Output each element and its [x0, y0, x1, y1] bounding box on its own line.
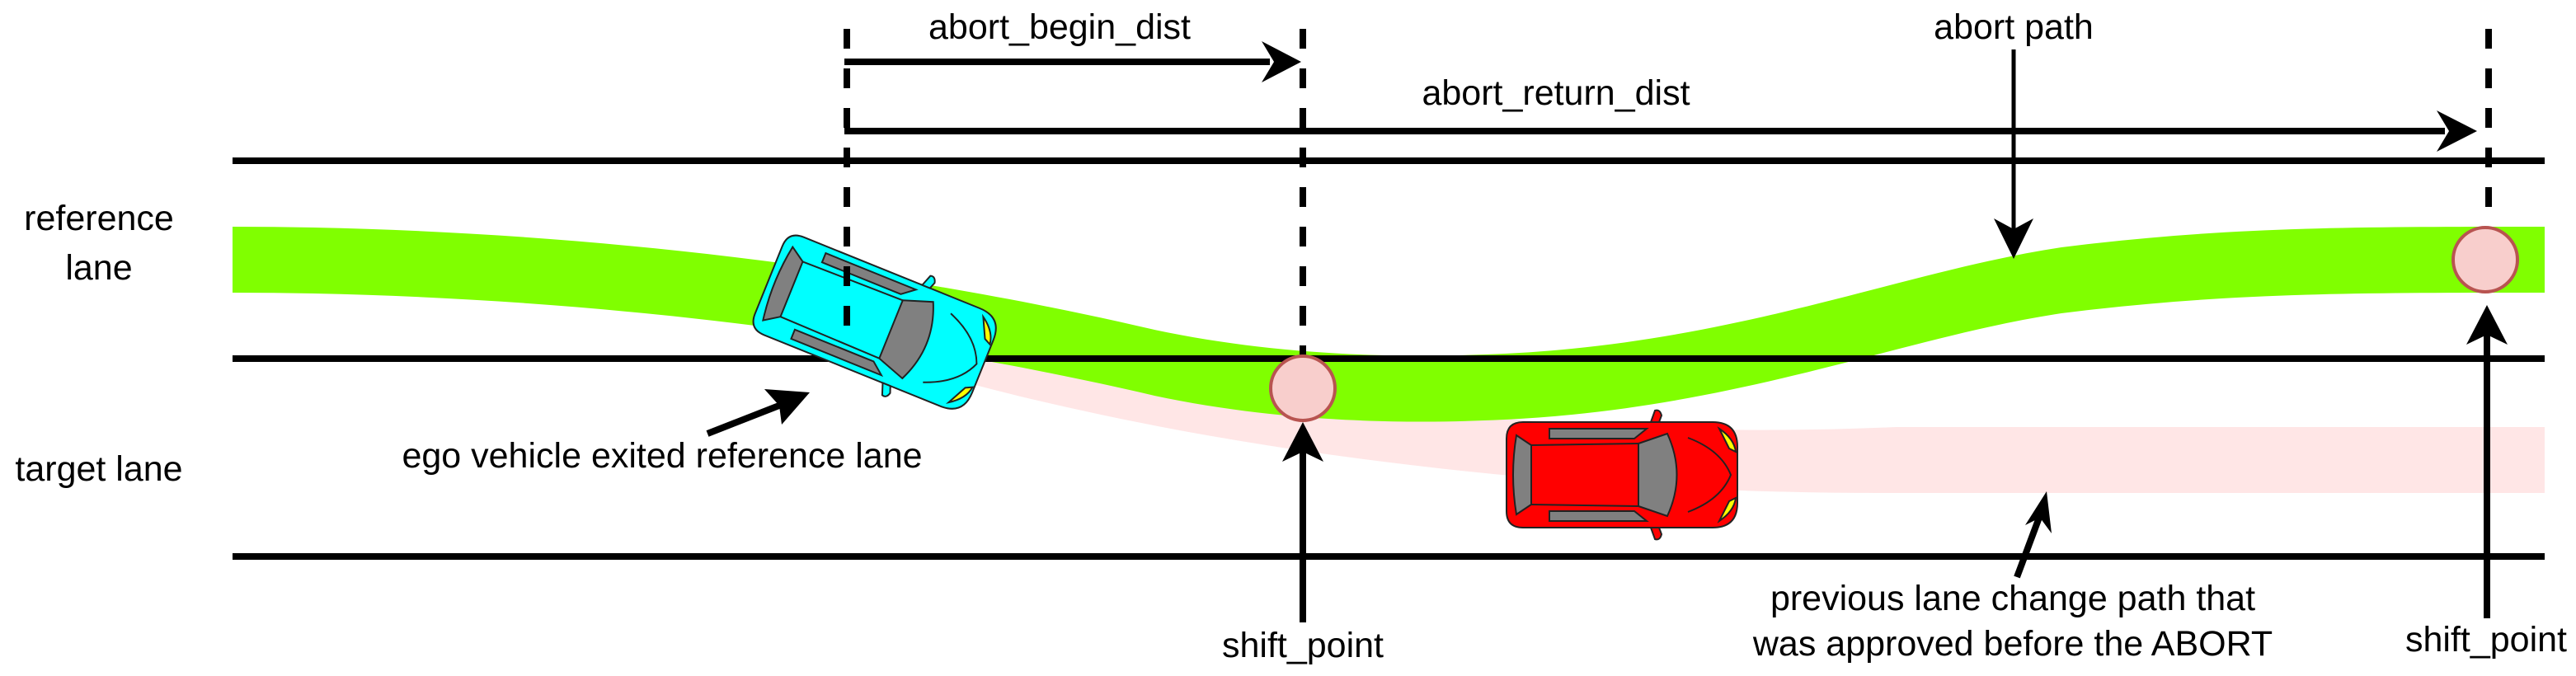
previous-lane-change-path	[825, 272, 2545, 494]
previous-path-label-line1: previous lane change path that	[1770, 579, 2255, 618]
object-vehicle	[1506, 409, 1738, 541]
abort-return-dist-arrowhead	[2437, 110, 2477, 152]
ego-exited-pointer	[706, 399, 789, 437]
abort-begin-dist-label: abort_begin_dist	[928, 7, 1191, 47]
ego-exited-label: ego vehicle exited reference lane	[402, 436, 922, 476]
shift-point-1-label: shift_point	[1222, 626, 1384, 665]
shift-point-2-label: shift_point	[2405, 620, 2567, 660]
target-lane-label: target lane	[15, 449, 182, 489]
abort-path	[233, 227, 2545, 422]
shift-point-2-pointer-head	[2466, 305, 2508, 345]
shift-point-1-pointer-head	[1282, 422, 1323, 462]
shift-point-2-marker	[2451, 226, 2519, 293]
abort-begin-dist-arrowhead	[1262, 41, 1301, 82]
reference-lane-label-line1: reference	[24, 199, 174, 238]
shift-point-1-marker	[1269, 354, 1337, 422]
previous-path-pointer	[2014, 514, 2043, 579]
abort-path-pointer-head	[1994, 218, 2033, 259]
abort-path-label: abort path	[1934, 7, 2094, 47]
reference-lane-label-line2: lane	[65, 248, 132, 288]
ego-exited-pointer-head	[764, 389, 810, 425]
abort-return-dist-label: abort_return_dist	[1422, 73, 1690, 113]
previous-path-label-line2: was approved before the ABORT	[1752, 624, 2273, 664]
previous-path-pointer-head	[2025, 491, 2052, 533]
